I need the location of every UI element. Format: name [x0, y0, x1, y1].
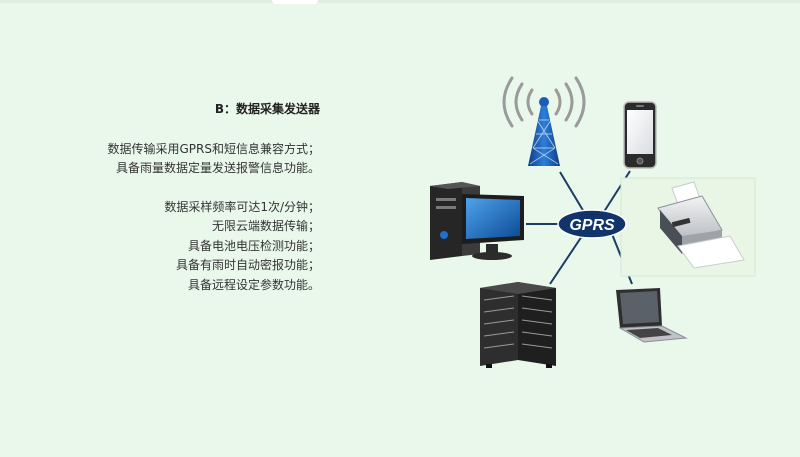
- paragraph-transmission: 数据传输采用GPRS和短信息兼容方式； 具备雨量数据定量发送报警信息功能。: [108, 140, 321, 179]
- radio-tower-icon: [502, 76, 586, 166]
- hub-label: GPRS: [569, 217, 615, 234]
- top-strip: [0, 0, 800, 3]
- paragraph-features: 数据采样频率可达1次/分钟； 无限云端数据传输； 具备电池电压检测功能； 具备有…: [108, 198, 320, 296]
- gprs-hub: GPRS: [557, 209, 627, 239]
- text-line: 具备有雨时自动密报功能；: [175, 258, 320, 272]
- section-heading: B：数据采集发送器: [214, 102, 320, 116]
- text-line: 具备雨量数据定量发送报警信息功能。: [115, 161, 320, 175]
- text-line: 无限云端数据传输；: [211, 219, 320, 233]
- gprs-network-diagram: GPRS: [430, 76, 756, 368]
- text-line: 数据采样频率可达1次/分钟；: [164, 199, 320, 214]
- text-line: 具备远程设定参数功能。: [187, 277, 320, 292]
- feature-text-block: B：数据采集发送器 数据传输采用GPRS和短信息兼容方式； 具备雨量数据定量发送…: [108, 100, 321, 314]
- laptop-icon: [616, 288, 688, 343]
- top-tab[interactable]: [272, 0, 318, 4]
- printer-icon: [620, 177, 756, 277]
- text-line: 数据传输采用GPRS和短信息兼容方式；: [107, 141, 321, 156]
- desktop-computer-icon: [430, 182, 524, 260]
- connector-server: [549, 235, 583, 285]
- smartphone-icon: [623, 101, 657, 169]
- server-rack-icon: [480, 282, 556, 368]
- text-line: 具备电池电压检测功能；: [187, 238, 320, 253]
